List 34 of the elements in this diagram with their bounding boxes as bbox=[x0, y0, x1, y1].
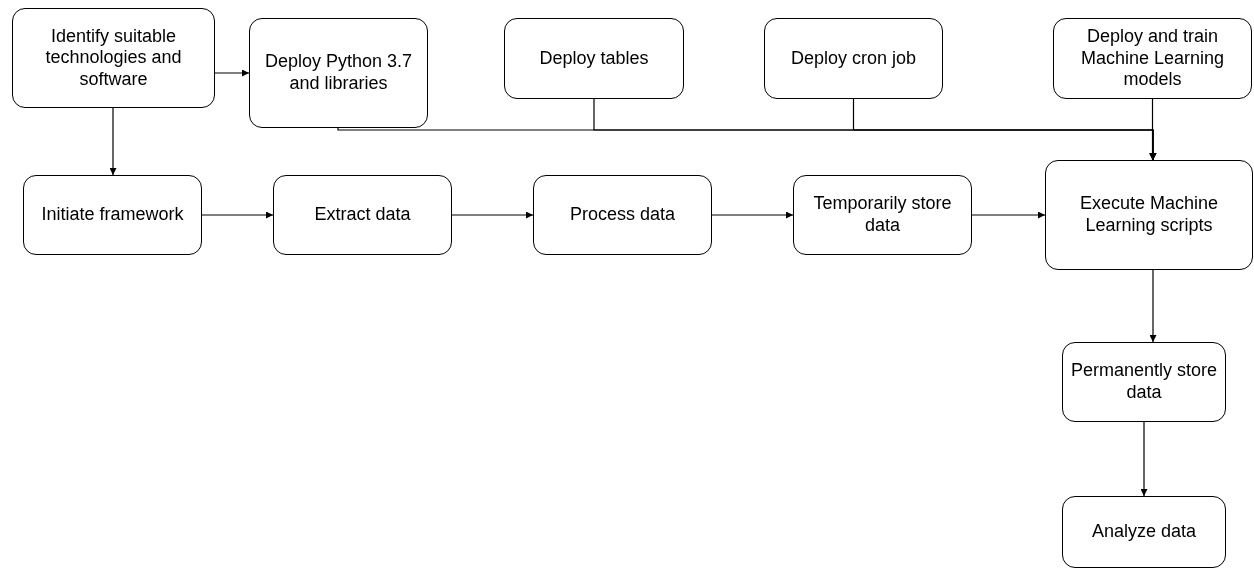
arrow bbox=[711, 211, 794, 219]
process-box bbox=[12, 8, 215, 108]
box-label: Extract data bbox=[314, 204, 411, 226]
arrow bbox=[1149, 98, 1156, 161]
box-label: Identify suitable technologies and software bbox=[44, 25, 183, 91]
arrow bbox=[1149, 269, 1157, 343]
process-box bbox=[1045, 160, 1253, 270]
arrow bbox=[1140, 421, 1148, 497]
process-box bbox=[793, 175, 972, 255]
process-box bbox=[273, 175, 452, 255]
box-label: Deploy and train Machine Learning models bbox=[1079, 26, 1226, 91]
process-box bbox=[1062, 496, 1226, 568]
process-box bbox=[249, 18, 428, 128]
arrow bbox=[852, 98, 1157, 161]
arrow bbox=[451, 211, 534, 219]
arrow bbox=[214, 69, 250, 77]
process-box bbox=[764, 18, 943, 99]
box-label: Analyze data bbox=[1091, 521, 1197, 543]
box-label: Deploy cron job bbox=[790, 47, 917, 70]
arrow bbox=[201, 211, 274, 219]
process-box bbox=[533, 175, 712, 255]
box-label: Deploy tables bbox=[539, 47, 649, 70]
box-label: Temporarily store data bbox=[812, 193, 953, 237]
box-label: Execute Machine Learning scripts bbox=[1078, 193, 1220, 237]
process-box bbox=[504, 18, 684, 99]
arrow bbox=[109, 107, 117, 176]
process-box bbox=[23, 175, 202, 255]
box-label: Initiate framework bbox=[41, 204, 184, 226]
arrow bbox=[971, 211, 1046, 219]
box-label: Deploy Python 3.7 and libraries bbox=[263, 51, 414, 95]
box-label: Process data bbox=[569, 204, 676, 226]
box-label: Permanently store data bbox=[1069, 360, 1219, 404]
process-box bbox=[1062, 342, 1226, 422]
process-box bbox=[1053, 18, 1252, 99]
